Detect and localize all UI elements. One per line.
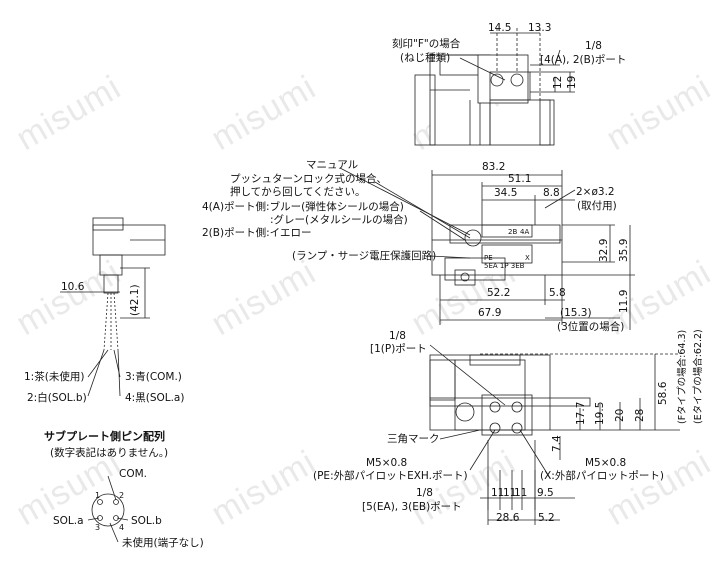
- dim-13-3: 13.3: [528, 22, 552, 34]
- dim-1-8-top: 1/8: [585, 40, 602, 52]
- m5-left: M5×0.8: [366, 457, 408, 469]
- dim-8-8: 8.8: [543, 187, 560, 199]
- dim-15-3: (15.3): [560, 307, 592, 319]
- dim-14-5: 14.5: [488, 22, 512, 34]
- dim-20: 20: [614, 408, 626, 422]
- x-pilot-label: (X:外部パイロットポート): [540, 470, 664, 482]
- dim-19-5: 19.5: [594, 401, 606, 425]
- plate-x: X: [525, 254, 530, 262]
- left-view-outline: [92, 217, 166, 294]
- dim-1-8-front: 1/8: [389, 330, 406, 342]
- marking-f-label: 刻印"F"の場合: [392, 38, 461, 50]
- port4-blue-label: 4(A)ポート側:ブルー(弾性体シールの場合): [202, 201, 404, 213]
- dim-12: 12: [552, 75, 564, 89]
- dim-28-6: 28.6: [496, 512, 520, 524]
- plate-pe: PE: [484, 254, 493, 262]
- pinout-diagram: [87, 475, 129, 543]
- dim-11-2: 11: [503, 487, 517, 499]
- dim-52-2: 52.2: [487, 287, 511, 299]
- dim-11-9: 11.9: [618, 289, 630, 313]
- dim-28-front: 28: [634, 408, 646, 422]
- pinout-note: (数字表記はありません。): [50, 447, 169, 459]
- port4-gray-label: :グレー(メタルシールの場合): [270, 214, 408, 226]
- dim-32-9: 32.9: [598, 238, 610, 262]
- wire-2-label: 2:白(SOL.b): [27, 392, 87, 404]
- push-turn-label-2: 押してから回してください。: [230, 186, 366, 198]
- wire-1-label: 1:茶(未使用): [24, 371, 85, 383]
- e-type-label: (Eタイプの場合:62.2): [693, 329, 704, 424]
- dim-19: 19: [566, 75, 578, 89]
- dim-9-5: 9.5: [537, 487, 554, 499]
- lamp-surge-label: (ランプ・サージ電圧保護回路): [292, 250, 437, 262]
- port2-yellow-label: 2(B)ポート側:イエロー: [202, 227, 312, 239]
- dim-67-9: 67.9: [478, 307, 502, 319]
- top-view-outline: [414, 54, 555, 146]
- front-view-outline: [429, 354, 591, 436]
- plate-4a: 4A: [520, 228, 530, 236]
- dim-34-5: 34.5: [494, 187, 518, 199]
- dim-51-1: 51.1: [508, 173, 532, 185]
- dim-5-8: 5.8: [549, 287, 566, 299]
- plate-2b: 2B: [508, 228, 518, 236]
- mounting-label: (取付用): [577, 200, 617, 212]
- screw-type-label: (ねじ種類): [400, 52, 451, 64]
- dim-42-1: (42.1): [129, 284, 141, 316]
- dim-10-6: 10.6: [61, 281, 85, 293]
- dim-58-6: 58.6: [657, 381, 669, 405]
- push-turn-label-1: プッシュターンロック式の場合、: [230, 173, 387, 185]
- pin-number-3: 3: [95, 523, 101, 532]
- manual-label: マニュアル: [306, 159, 359, 171]
- pin-number-2: 2: [119, 491, 125, 500]
- dim-5-2: 5.2: [538, 512, 555, 524]
- dim-83-2: 83.2: [482, 161, 506, 173]
- pin-sol-b-label: SOL.b: [131, 515, 162, 527]
- dim-17-7: 17.7: [575, 401, 587, 425]
- pin-number-1: 1: [95, 491, 101, 500]
- port-1p-label: [1(P)ポート: [370, 343, 427, 355]
- side-view-outline: [431, 224, 563, 286]
- pe-pilot-label: (PE:外部パイロットEXH.ポート): [313, 470, 468, 482]
- dim-11-3: 11: [514, 487, 528, 499]
- wire-4-label: 4:黒(SOL.a): [125, 392, 185, 404]
- pinout-title: サブプレート側ピン配列: [44, 430, 165, 443]
- dim-7-4: 7.4: [551, 435, 563, 452]
- pin-com-label: COM.: [119, 468, 147, 480]
- m5-right: M5×0.8: [585, 457, 627, 469]
- pin-unused-label: 未使用(端子なし): [122, 537, 204, 549]
- plate-codes: 5EA 1P 3EB: [484, 262, 525, 270]
- port-5ea-3eb-label: [5(EA), 3(EB)ポート: [362, 501, 462, 513]
- pin-sol-a-label: SOL.a: [53, 515, 84, 527]
- dim-35-9: 35.9: [618, 238, 630, 262]
- dim-2x-hole: 2×ø3.2: [576, 186, 615, 198]
- dim-1-8-bottom: 1/8: [416, 487, 433, 499]
- f-type-label: (Fタイプの場合:64.3): [677, 329, 688, 424]
- port-4a-2b-label: [4(A), 2(B)ポート: [540, 54, 627, 66]
- pin-number-4: 4: [119, 523, 125, 532]
- triangle-mark-label: 三角マーク: [387, 433, 440, 445]
- wire-3-label: 3:青(COM.): [125, 371, 182, 383]
- dim-11-1: 11: [491, 487, 505, 499]
- three-position-label: (3位置の場合): [557, 321, 625, 333]
